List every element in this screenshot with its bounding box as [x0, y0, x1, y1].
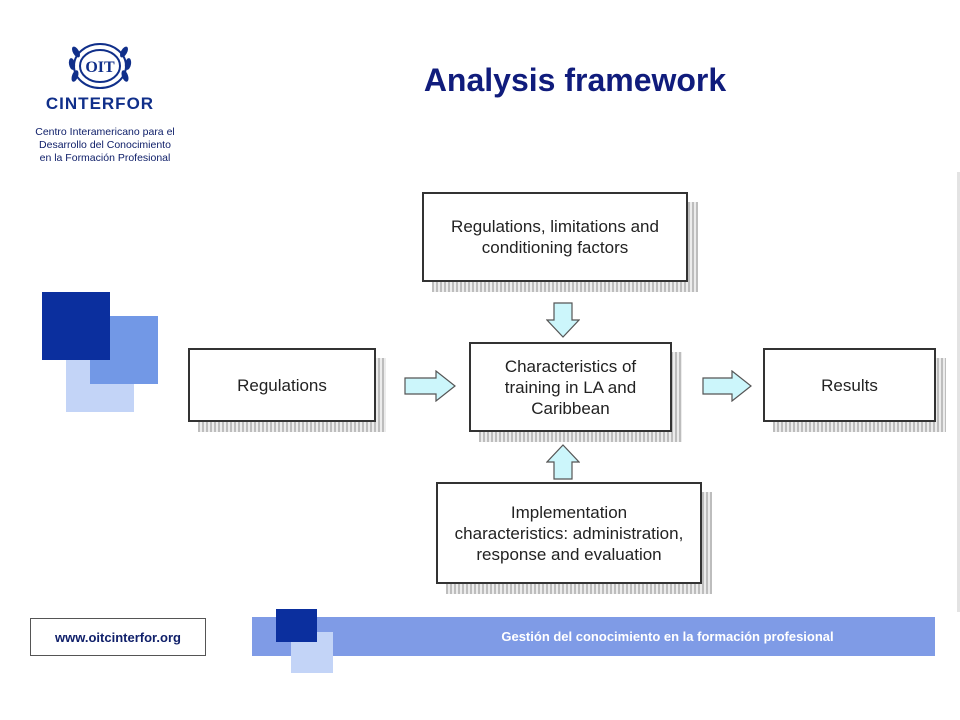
- bottom-box: Implementation characteristics: administ…: [436, 482, 702, 584]
- logo-emblem-text: OIT: [85, 59, 115, 76]
- center-box: Characteristics of training in LA and Ca…: [469, 342, 672, 432]
- arrow-up-icon: [546, 444, 580, 480]
- arrow-down-icon: [546, 302, 580, 338]
- right-box: Results: [763, 348, 936, 422]
- arrow-right-icon: [404, 370, 456, 402]
- footer-tagline: Gestión del conocimiento en la formación…: [501, 629, 834, 644]
- top-box: Regulations, limitations and conditionin…: [422, 192, 688, 282]
- decor-square-dark: [42, 292, 110, 360]
- footer-bar: [252, 617, 935, 656]
- left-box: Regulations: [188, 348, 376, 422]
- footer-square-dark: [276, 609, 317, 642]
- right-divider: [957, 172, 960, 612]
- oit-logo-emblem: OIT: [68, 43, 132, 89]
- logo-subtitle: Centro Interamericano para el Desarrollo…: [35, 126, 175, 164]
- arrow-right-icon: [702, 370, 752, 402]
- page-title: Analysis framework: [423, 62, 727, 98]
- website-url: www.oitcinterfor.org: [30, 618, 206, 656]
- logo-name: CINTERFOR: [45, 94, 155, 113]
